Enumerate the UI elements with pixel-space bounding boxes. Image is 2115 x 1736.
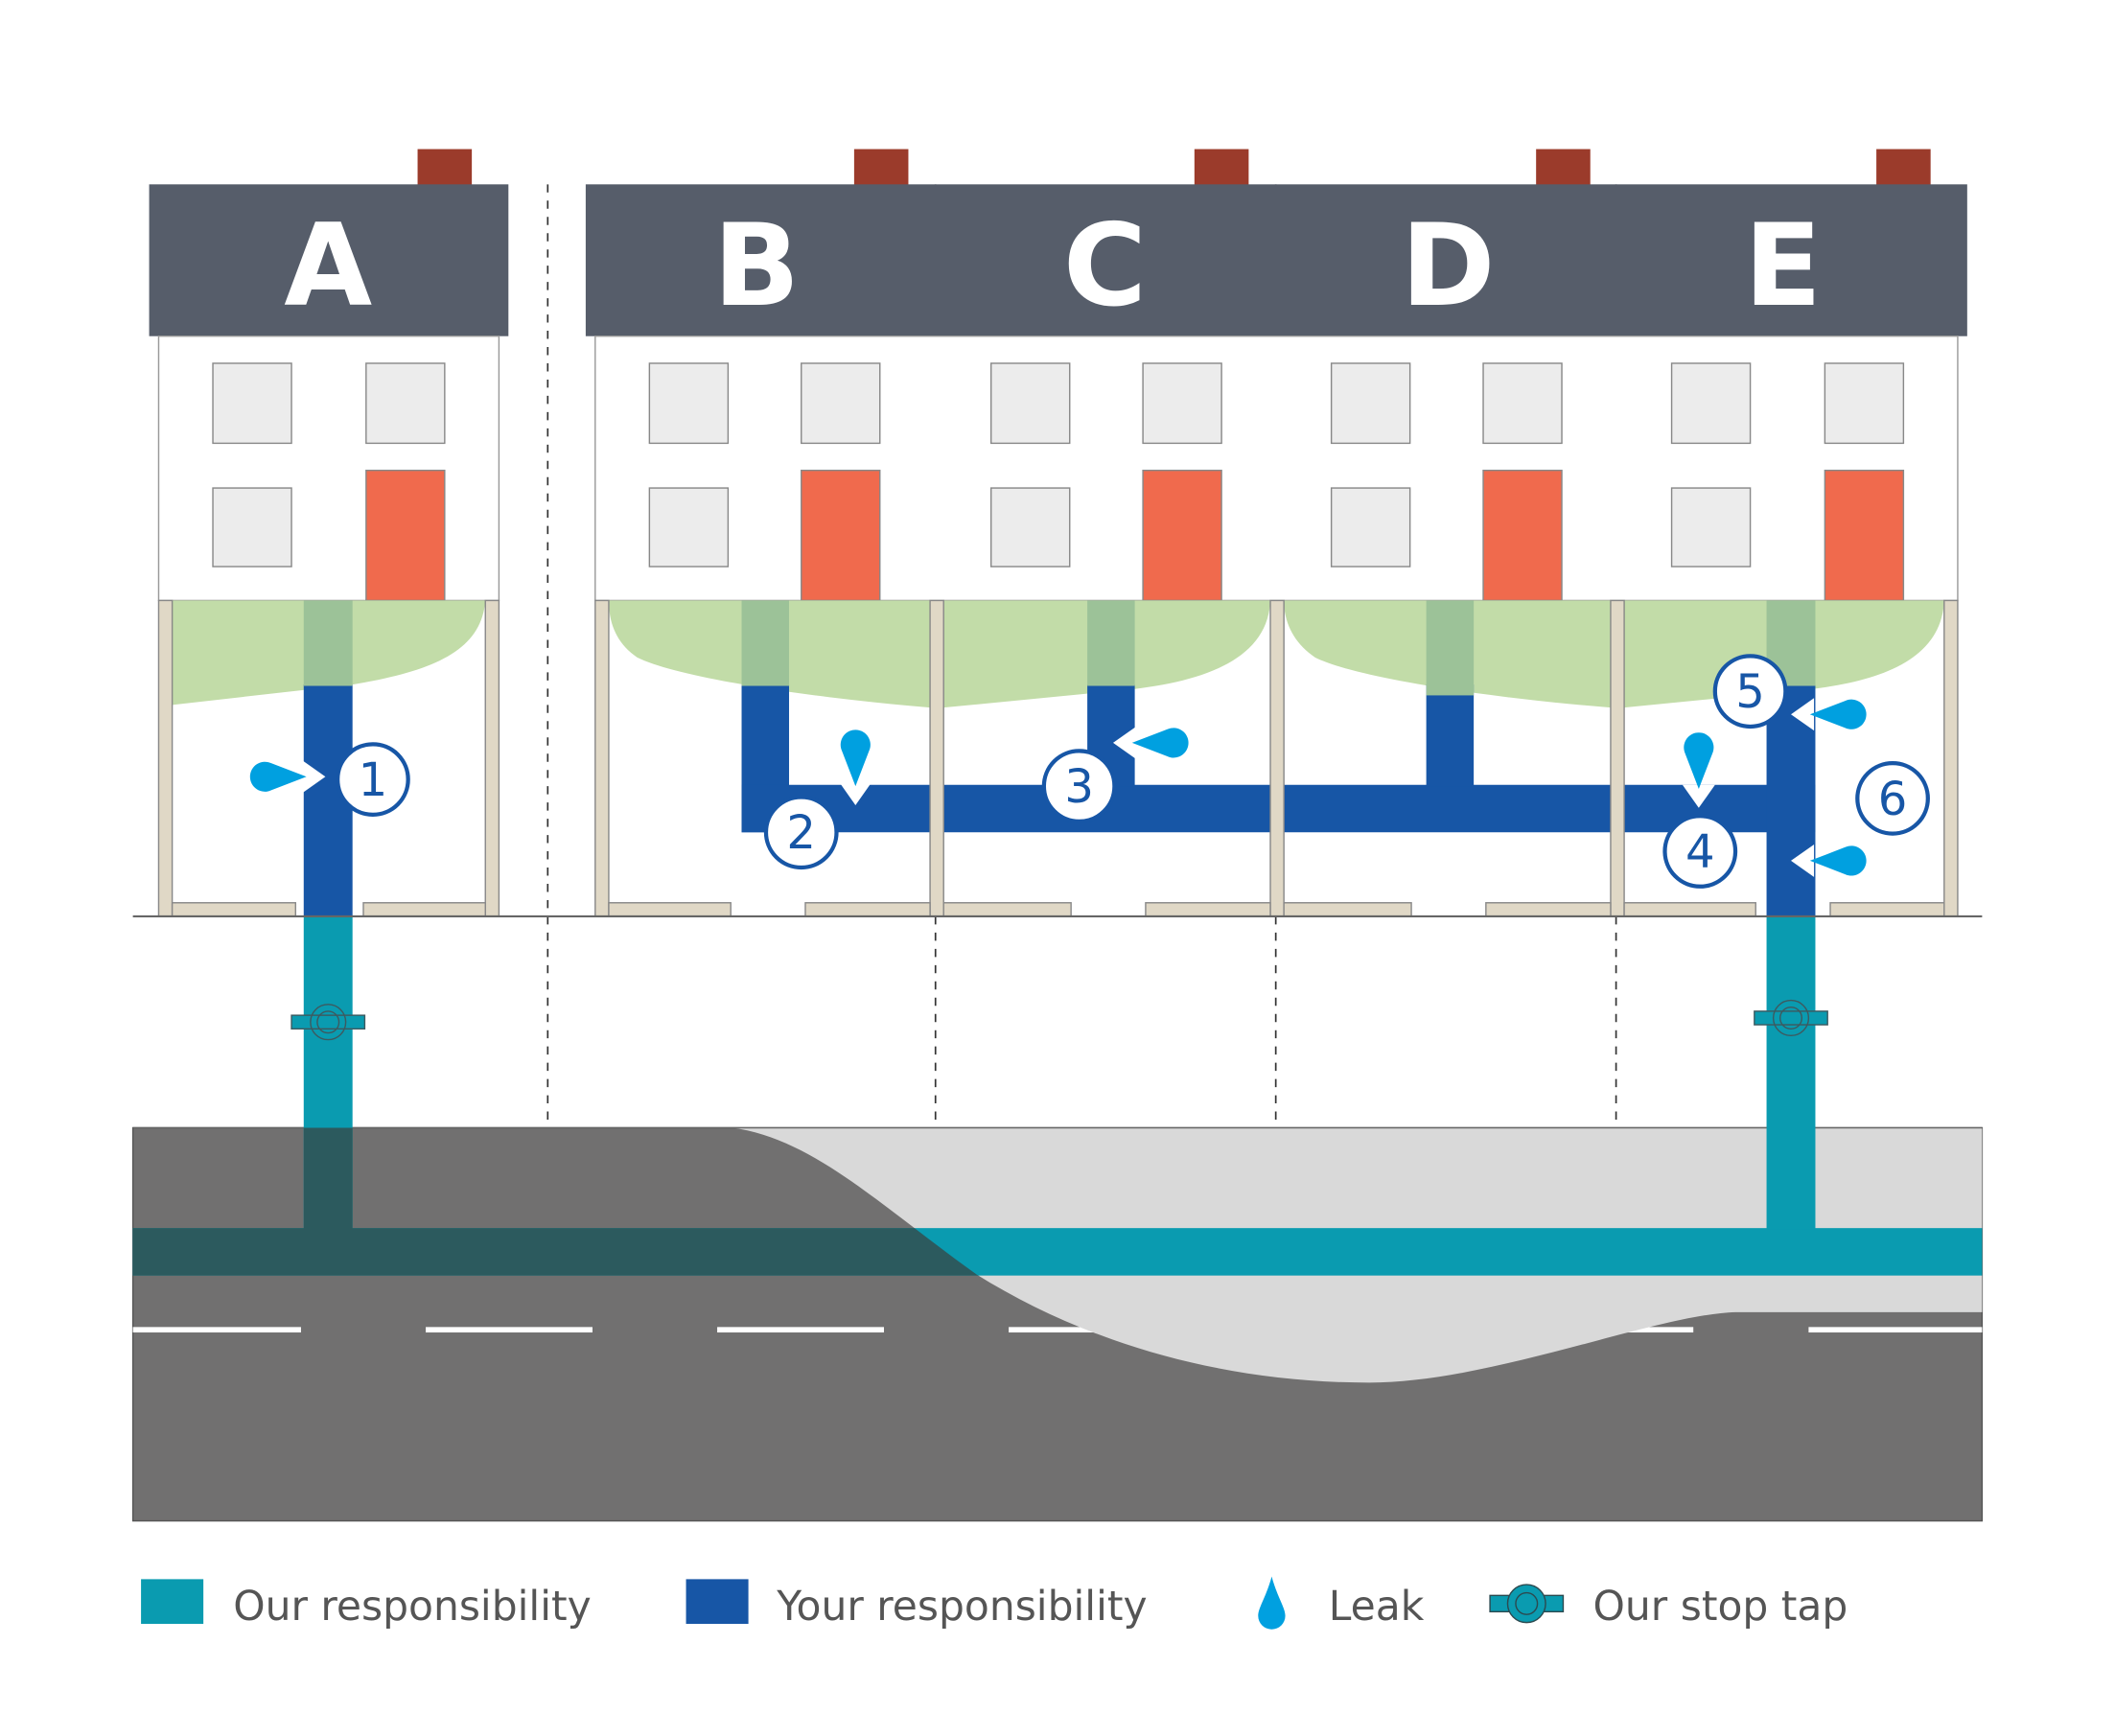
legend-label: Our responsibility bbox=[233, 1584, 591, 1631]
marker-number: 3 bbox=[1064, 760, 1094, 814]
your-responsibility-pipes bbox=[303, 684, 1816, 916]
supply-pipe-e-public bbox=[1766, 915, 1816, 1230]
legend-label: Leak bbox=[1329, 1584, 1425, 1631]
legend-label: Our stop tap bbox=[1593, 1584, 1848, 1631]
house-label: C bbox=[1063, 200, 1147, 333]
leak-icon bbox=[1258, 1576, 1286, 1630]
marker-6: 6 bbox=[1855, 761, 1930, 836]
marker-1: 1 bbox=[336, 742, 410, 817]
garden-fences bbox=[157, 599, 1959, 917]
house-a: A bbox=[149, 149, 509, 602]
marker-2: 2 bbox=[763, 795, 839, 870]
our-responsibility-swatch bbox=[141, 1579, 204, 1625]
marker-5: 5 bbox=[1712, 654, 1788, 729]
marker-number: 1 bbox=[359, 753, 388, 807]
marker-number: 5 bbox=[1735, 665, 1765, 719]
house-label: B bbox=[713, 200, 801, 333]
stop-tap-icon bbox=[1489, 1584, 1565, 1624]
legend: Our responsibility Your responsibility L… bbox=[141, 1576, 1848, 1631]
marker-4: 4 bbox=[1662, 814, 1738, 889]
legend-label: Your responsibility bbox=[776, 1584, 1147, 1631]
house-label: A bbox=[284, 200, 372, 333]
house-label: D bbox=[1401, 200, 1496, 333]
terrace-houses-b-e: B C D E bbox=[585, 149, 1967, 602]
marker-number: 6 bbox=[1878, 773, 1908, 826]
front-gardens bbox=[172, 600, 1944, 708]
door bbox=[365, 469, 446, 602]
pipes-under-lawn bbox=[303, 600, 1816, 696]
marker-number: 2 bbox=[786, 806, 816, 860]
road bbox=[131, 1126, 1984, 1522]
marker-3: 3 bbox=[1041, 749, 1117, 824]
doors bbox=[801, 469, 1905, 602]
marker-number: 4 bbox=[1685, 825, 1715, 879]
house-label: E bbox=[1744, 200, 1822, 333]
your-responsibility-swatch bbox=[686, 1579, 749, 1625]
